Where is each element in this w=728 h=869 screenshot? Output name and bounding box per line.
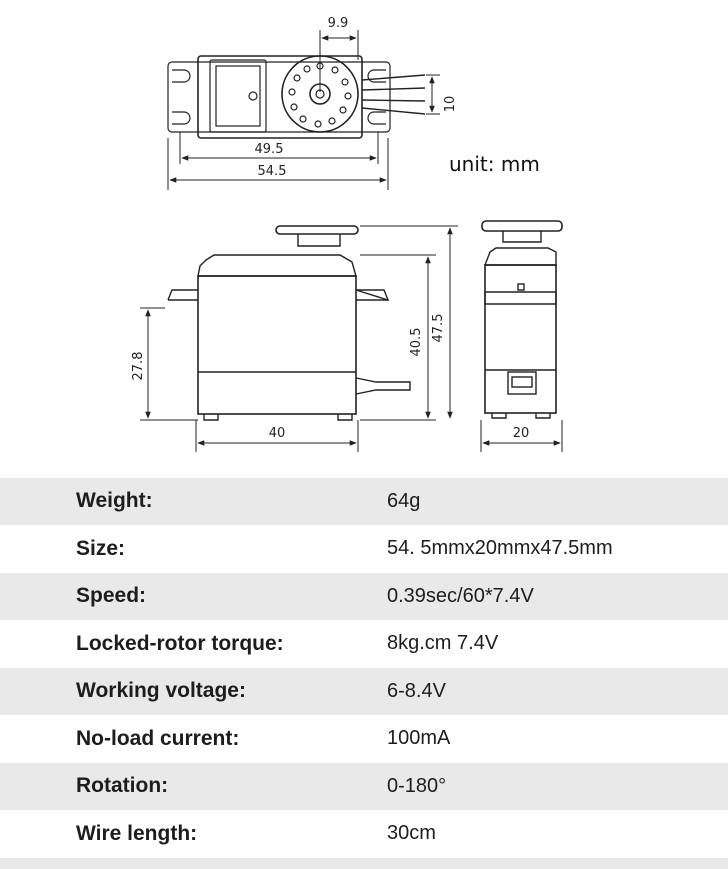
spec-value: 0.39sec/60*7.4V [387,584,534,607]
dim-body-height: 40.5 [409,328,424,357]
unit-label: unit: mm [449,152,540,176]
spec-value: 100mA [387,727,451,750]
spec-value: 30cm [387,822,436,845]
spec-label: No-load current: [76,726,240,750]
spec-row-voltage: Working voltage: 6-8.4V [0,668,728,716]
spec-label: Rotation: [76,774,169,798]
spec-label: Working voltage: [76,679,246,703]
front-feet [203,414,353,421]
spec-label: Locked-rotor torque: [76,631,284,655]
spec-row-torque: Locked-rotor torque: 8kg.cm 7.4V [0,620,728,668]
top-body [197,55,363,139]
side-ear-band [484,291,557,305]
front-mount-ears [167,289,390,302]
side-horn-hub [502,231,542,243]
side-connector [507,371,537,395]
spec-row-wire-length: Wire length: 30cm [0,810,728,858]
front-horn [275,225,359,235]
dim-horn-offset: 9.9 [328,16,349,31]
spec-label: Weight: [76,489,153,513]
spec-row-weight: Weight: 64g [0,478,728,526]
side-view [481,220,563,419]
top-cover-panel [209,59,267,133]
spec-row-rotation: Rotation: 0-180° [0,763,728,811]
side-marker [517,283,525,291]
dim-body-width: 40 [269,426,286,441]
spec-value: 8kg.cm 7.4V [387,632,499,655]
side-dims [480,420,563,452]
front-dims [140,225,458,452]
side-body [484,264,557,414]
top-wires [361,74,426,115]
front-view [167,225,411,421]
dim-flange-length: 49.5 [255,142,284,157]
side-feet [491,413,551,419]
spec-table: Weight: 64g Size: 54. 5mmx20mmx47.5mm Sp… [0,478,728,869]
spec-row-size: Size: 54. 5mmx20mmx47.5mm [0,525,728,573]
dim-total-length: 54.5 [258,164,287,179]
side-horn [481,220,563,232]
front-cable [355,377,411,395]
spec-value: 6-8.4V [387,679,446,702]
screw-hole [248,91,258,101]
slot-left-top [172,69,191,83]
front-top-cap [197,254,357,277]
dim-total-height: 47.5 [431,314,446,343]
spec-label: Size: [76,536,126,560]
spec-row-current: No-load current: 100mA [0,715,728,763]
drawing-svg: 9.9 10 49.5 54.5 unit: mm 27.8 40.5 47.5… [131,16,563,452]
spec-value: 64g [387,489,421,512]
top-view [167,55,426,139]
spec-row-speed: Speed: 0.39sec/60*7.4V [0,573,728,621]
spec-label: Wire length: [76,821,198,845]
front-horn-hub [297,234,341,247]
spec-label: Speed: [76,584,147,608]
dim-depth: 20 [513,426,530,441]
slot-left-bottom [172,111,191,125]
top-cover-inner [215,65,261,127]
slot-right-top [367,69,386,83]
servo-technical-drawing: 9.9 10 49.5 54.5 unit: mm 27.8 40.5 47.5… [131,16,563,452]
side-top-cap [483,247,557,266]
spec-value: 0-180° [387,774,447,797]
dim-mount-height: 27.8 [131,352,146,381]
slot-right-bottom [367,111,386,125]
top-dims [167,30,440,190]
horn-holes [288,62,352,128]
spec-table-footer-band [0,858,728,869]
front-body [197,275,357,415]
spec-value: 54. 5mmx20mmx47.5mm [387,537,613,560]
dim-thickness-side: 10 [443,96,458,113]
side-connector-pins [511,376,533,388]
top-flange [167,61,391,133]
